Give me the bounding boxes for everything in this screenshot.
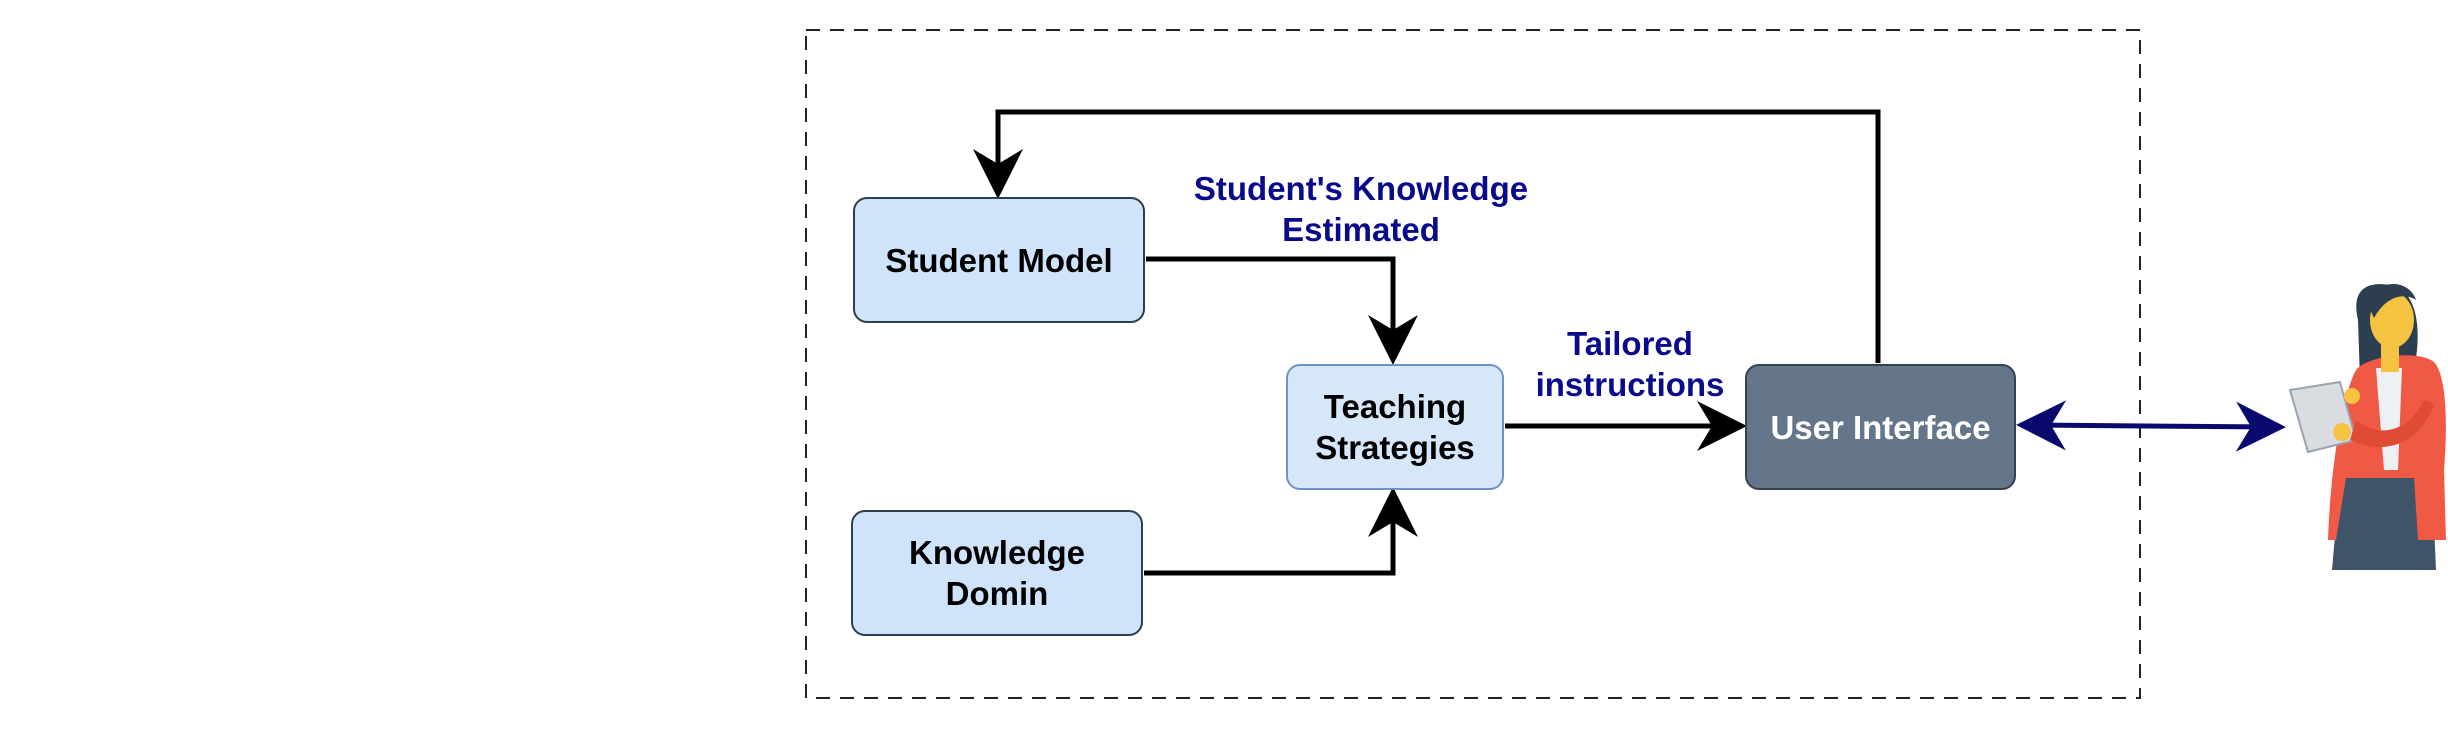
- user-interface-node: User Interface: [1745, 364, 2016, 490]
- edge-label-tailored-instructions: Tailored instructions: [1535, 325, 1725, 403]
- edge-label-knowledge-estimated: Student's Knowledge Estimated: [1193, 170, 1529, 248]
- edge-ui-user-bidirectional: [2016, 400, 2286, 452]
- student-model-label: Student Model: [885, 241, 1113, 279]
- edge-knowledge-to-teaching: [1144, 487, 1418, 576]
- edge-student-to-teaching: [1146, 256, 1418, 365]
- knowledge-domain-node: Knowledge Domin: [851, 510, 1143, 636]
- knowledge-domain-label: Knowledge Domin: [908, 534, 1085, 612]
- edge-ui-to-student: [973, 109, 1881, 363]
- system-boundary: [805, 29, 2141, 699]
- teaching-strategies-label: Teaching Strategies: [1315, 388, 1475, 466]
- user-interface-label: User Interface: [1770, 408, 1991, 446]
- woman-with-tablet-icon: [2288, 283, 2446, 570]
- student-model-node: Student Model: [853, 197, 1145, 323]
- teaching-strategies-node: Teaching Strategies: [1286, 364, 1504, 490]
